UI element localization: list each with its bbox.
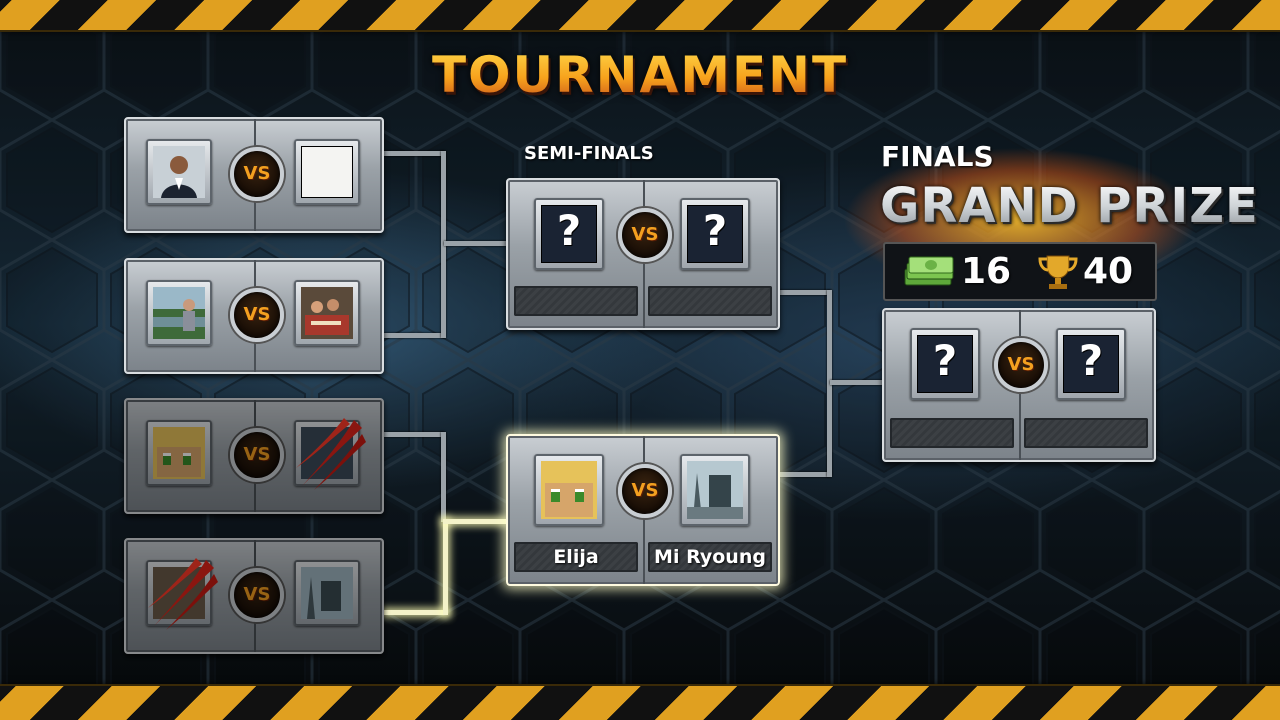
player-avatar [153,427,205,479]
unknown-player-mark: ? [702,206,728,255]
bracket-line [830,380,882,385]
vs-badge: VS [230,428,284,482]
player-avatar-slot[interactable] [294,139,360,205]
vs-badge: VS [230,147,284,201]
bracket-line [441,151,446,338]
player-avatar-slot[interactable] [146,420,212,486]
bracket-line [778,472,830,477]
cash-amount: 16 [961,251,1012,292]
player-avatar [153,287,205,339]
player-avatar [301,567,353,619]
page-title: TOURNAMENT [0,46,1280,104]
hazard-stripe-bottom [0,684,1280,720]
player-avatar-slot[interactable] [680,454,750,526]
player-slot-unknown[interactable]: ? [534,198,604,270]
player-name-2: Mi Ryoung [648,542,772,572]
player-avatar-slot[interactable] [294,560,360,626]
eliminated-claw-icon [148,558,218,630]
player-name-empty [890,418,1014,448]
player-avatar-slot[interactable] [534,454,604,526]
quarter-final-match-4[interactable]: VS [124,538,384,654]
player-slot-unknown[interactable]: ? [1056,328,1126,400]
hazard-stripe-top [0,0,1280,32]
player-avatar-slot[interactable] [294,280,360,346]
semi-final-match-2[interactable]: VS Elija Mi Ryoung [506,434,780,586]
player-avatar [301,427,353,479]
grand-prize-title: GRAND PRIZE [880,178,1259,234]
quarter-final-match-3[interactable]: VS [124,398,384,514]
player-avatar-elija [541,461,597,519]
vs-badge: VS [618,208,672,262]
unknown-player-mark: ? [556,206,582,255]
prize-panel: 16 40 [883,242,1157,301]
eliminated-claw-icon [296,418,366,490]
vs-badge: VS [994,338,1048,392]
bracket-line-highlight [382,610,448,615]
bracket-line [382,333,444,338]
bracket-line [778,290,830,295]
quarter-final-match-1[interactable]: VS [124,117,384,233]
quarter-final-match-2[interactable]: VS [124,258,384,374]
player-avatar [153,146,205,198]
trophy-amount: 40 [1083,251,1134,292]
bracket-line [382,151,444,156]
final-match[interactable]: ? VS ? [882,308,1156,462]
bracket-line-highlight [443,519,448,615]
player-name-empty [1024,418,1148,448]
player-name-empty [514,286,638,316]
player-name-1: Elija [514,542,638,572]
player-avatar-slot[interactable] [146,139,212,205]
trophy-icon [1038,255,1078,289]
bracket-line [441,432,446,522]
unknown-player-mark: ? [932,336,958,385]
cash-stack-icon [904,256,954,286]
player-avatar-slot[interactable] [146,280,212,346]
player-avatar-blank [301,146,353,198]
player-slot-unknown[interactable]: ? [910,328,980,400]
unknown-player-mark: ? [1078,336,1104,385]
vs-badge: VS [230,288,284,342]
vs-badge: VS [230,568,284,622]
bracket-line [827,290,832,477]
player-slot-unknown[interactable]: ? [680,198,750,270]
semi-final-match-1[interactable]: ? VS ? [506,178,780,330]
vs-badge: VS [618,464,672,518]
player-avatar [301,287,353,339]
finals-label: FINALS [881,140,994,173]
bracket-line-highlight [443,519,507,524]
bracket-line [382,432,444,437]
player-name-empty [648,286,772,316]
bracket-line [444,241,506,246]
semi-finals-label: SEMI-FINALS [524,143,654,164]
player-avatar-mi-ryoung [687,461,743,519]
